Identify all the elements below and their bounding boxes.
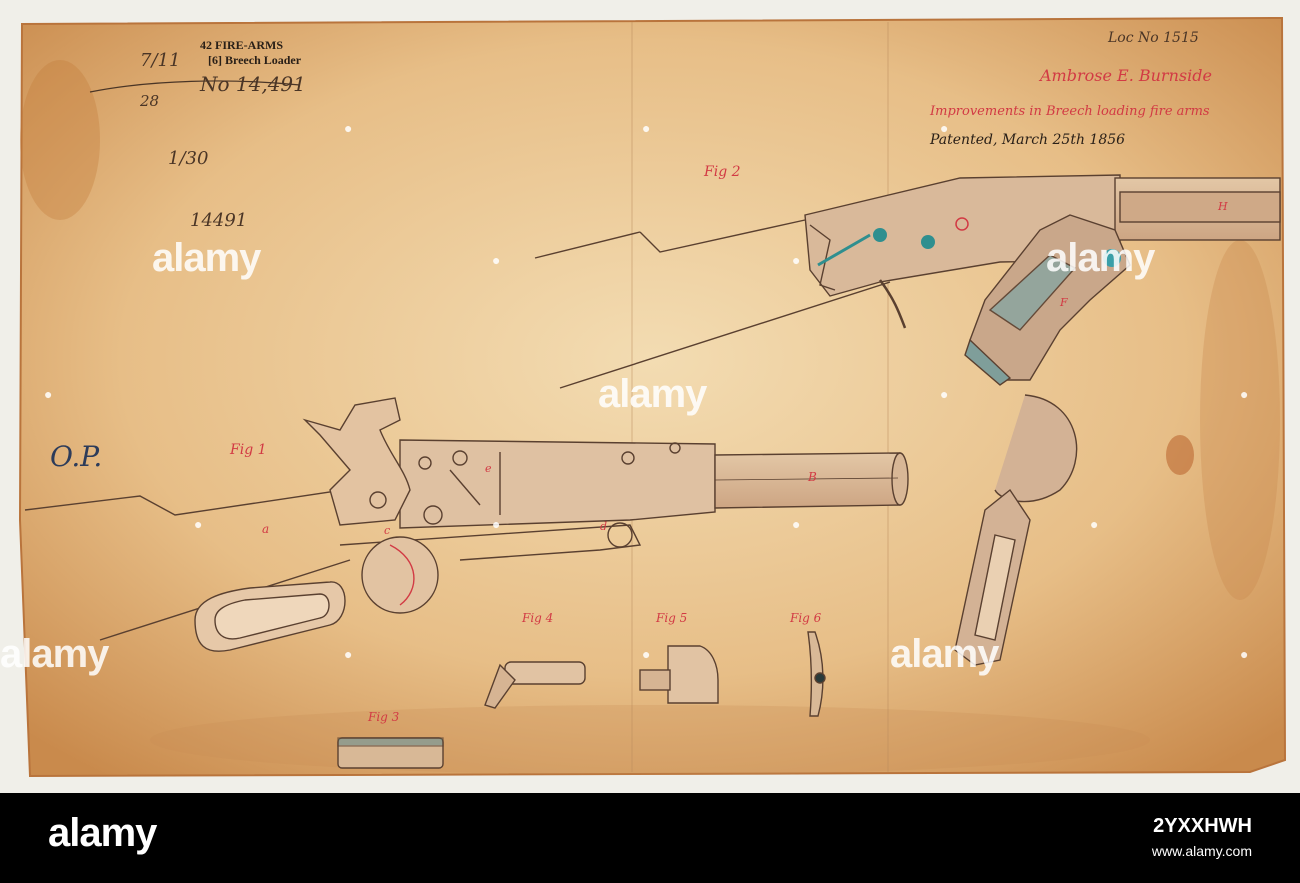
part-label-a: a — [262, 522, 270, 536]
fig4-drawing — [484, 661, 586, 709]
stain — [1200, 240, 1280, 600]
fig1-drawing — [24, 397, 909, 652]
watermark-bottom-right: alamy — [890, 632, 999, 676]
classification-stamp-line1: 42 FIRE-ARMS — [200, 38, 283, 52]
image-id: 2YXXHWH — [1153, 815, 1252, 837]
part-label-h: H — [1218, 200, 1228, 213]
stain — [1166, 435, 1194, 475]
stain — [20, 60, 100, 220]
watermark-dot: ● — [492, 252, 501, 268]
watermark-dot: ● — [344, 646, 353, 662]
watermark-dot: ● — [492, 516, 501, 532]
watermark-right: alamy — [1046, 236, 1155, 280]
classification-stamp-line2: [6] Breech Loader — [208, 53, 302, 67]
watermark-dot: ● — [1240, 386, 1249, 402]
image-frame: 42 FIRE-ARMS [6] Breech Loader 7/11 28 N… — [0, 16, 1287, 778]
note-top-right: Loc No 1515 — [1108, 30, 1199, 46]
watermark-dot: ● — [792, 252, 801, 268]
watermark-bottom-left: alamy — [0, 632, 109, 676]
patent-drawing-sheet — [18, 16, 1287, 778]
fig1-label: Fig 1 — [230, 442, 267, 458]
watermark-dot: ● — [940, 120, 949, 136]
fig3-label: Fig 3 — [368, 710, 400, 724]
fig6-drawing — [807, 631, 826, 717]
site-url: www.alamy.com — [1151, 843, 1252, 859]
watermark-dot: ● — [194, 516, 203, 532]
watermark-left: alamy — [152, 236, 261, 280]
patent-subject: Improvements in Breech loading fire arms — [930, 104, 1210, 119]
watermark-dot: ● — [1090, 516, 1099, 532]
fig3-drawing — [337, 737, 444, 769]
note-7-11: 7/11 — [140, 50, 181, 71]
watermark-dot: ● — [792, 516, 801, 532]
fig4-label: Fig 4 — [522, 611, 554, 625]
fig5-drawing — [639, 645, 719, 704]
part-label-c: c — [384, 524, 391, 537]
fig2-label: Fig 2 — [704, 164, 741, 180]
watermark-dot: ● — [642, 646, 651, 662]
note-1-30: 1/30 — [168, 148, 209, 169]
watermark-center: alamy — [598, 372, 707, 416]
note-28: 28 — [140, 92, 160, 110]
part-label-b: B — [808, 470, 817, 484]
watermark-dot: ● — [44, 386, 53, 402]
watermark-dot: ● — [940, 386, 949, 402]
fig6-label: Fig 6 — [790, 611, 822, 625]
watermark-dot: ● — [1240, 646, 1249, 662]
stain — [150, 705, 1150, 775]
watermark-dot: ● — [344, 120, 353, 136]
part-label-e: e — [485, 462, 492, 475]
part-label-f: F — [1060, 296, 1068, 309]
note-patent-number: No 14,491 — [200, 72, 306, 96]
note-14491: 14491 — [190, 210, 248, 231]
inventor-name: Ambrose E. Burnside — [1040, 66, 1212, 85]
watermark-dot: ● — [642, 120, 651, 136]
stock-footer-bar: alamy 2YXXHWH www.alamy.com — [0, 793, 1300, 883]
patent-date: Patented, March 25th 1856 — [930, 132, 1126, 148]
part-label-d: d — [600, 520, 608, 533]
fig2-drawing — [534, 174, 1281, 666]
alamy-logo: alamy — [48, 811, 157, 855]
ink-scribble — [89, 80, 301, 93]
note-op: O.P. — [50, 440, 103, 473]
fig2-teal-parts — [817, 217, 1121, 267]
fig5-label: Fig 5 — [656, 611, 688, 625]
